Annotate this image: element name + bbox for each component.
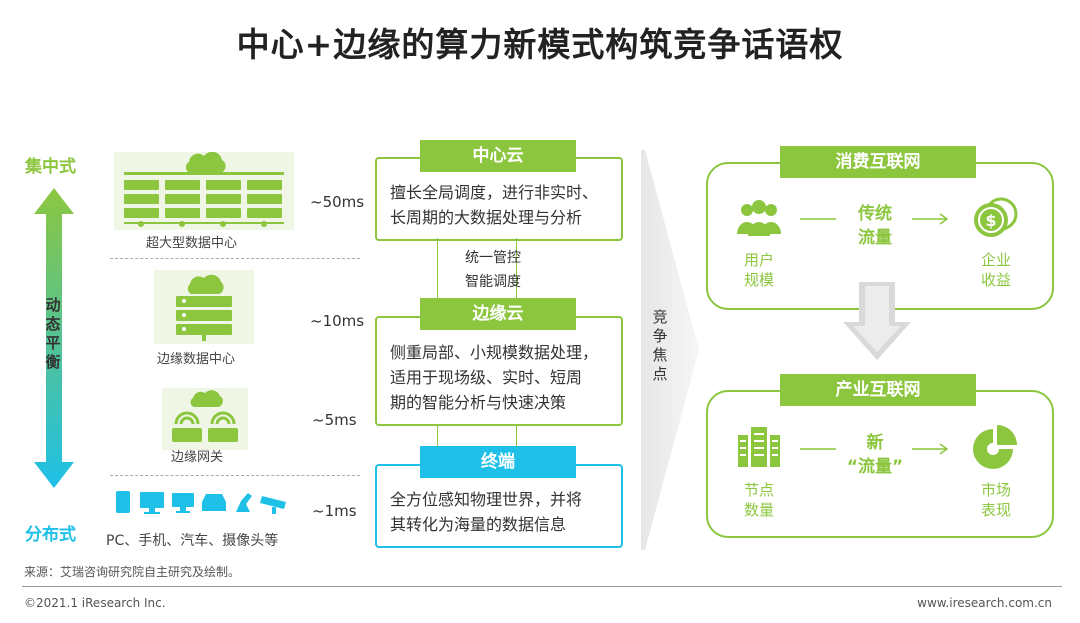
tier-latency: ~50ms [310, 193, 365, 211]
user-scale-label-2: 规模 [743, 271, 774, 289]
central-cloud-desc-2: 长周期的大数据处理与分析 [390, 208, 583, 227]
industrial-internet-tag: 产业互联网 [780, 374, 976, 406]
enterprise-revenue-label-2: 收益 [980, 271, 1011, 289]
footer-divider [22, 586, 1062, 587]
market-performance-label-1: 市场 [980, 481, 1011, 499]
source-note: 来源：艾瑞咨询研究院自主研究及绘制。 [24, 565, 241, 579]
consumer-internet-tag: 消费互联网 [780, 146, 976, 178]
terminal-desc-2: 其转化为海量的数据信息 [390, 515, 567, 534]
edge-dc-icon [154, 270, 254, 344]
competition-focus-label: 竞争焦点 [652, 308, 668, 383]
tier-name: 超大型数据中心 [146, 236, 238, 251]
connector-line [437, 238, 438, 298]
tier-divider [110, 475, 360, 476]
page-title: 中心+边缘的算力新模式构筑竞争话语权 [236, 25, 844, 64]
edge-cloud-tag: 边缘云 [420, 298, 576, 330]
node-count-label-1: 节点 [743, 481, 774, 499]
node-count-label-2: 数量 [743, 501, 774, 519]
new-traffic-2: “流量” [846, 457, 904, 477]
copyright: ©2021.1 iResearch Inc. [24, 596, 166, 610]
tier-name: 边缘数据中心 [157, 352, 236, 367]
tier-latency: ~10ms [310, 312, 365, 330]
traditional-traffic-2: 流量 [858, 228, 892, 248]
node-servers-icon [738, 427, 780, 467]
dynamic-balance-label: 动态平衡 [45, 296, 61, 371]
end-devices-icons [112, 488, 302, 516]
pie-chart-icon [973, 425, 1017, 469]
tier-divider [110, 258, 360, 259]
terminal-desc-1: 全方位感知物理世界，并将 [390, 490, 583, 509]
user-scale-label-1: 用户 [743, 251, 774, 269]
distributed-label: 分布式 [25, 525, 76, 545]
edge-gateway-icon [162, 388, 248, 450]
central-cloud-desc-1: 擅长全局调度，进行非实时、 [390, 183, 599, 202]
dynamic-balance-arrow [34, 188, 74, 488]
down-arrow [843, 282, 911, 360]
tier-name: PC、手机、汽车、摄像头等 [106, 533, 279, 549]
connector-line [437, 424, 438, 446]
connector-line [516, 424, 517, 446]
edge-cloud-desc-3: 期的智能分析与快速决策 [390, 393, 567, 412]
flow-arrow-line [800, 213, 949, 225]
connector-line [516, 238, 517, 298]
hyperscale-dc-icon [114, 151, 294, 230]
terminal-tag: 终端 [420, 446, 576, 478]
new-traffic-1: 新 [866, 433, 884, 453]
edge-cloud-desc-1: 侧重局部、小规模数据处理， [390, 343, 599, 362]
traditional-traffic-1: 传统 [858, 204, 892, 224]
users-icon [737, 200, 781, 236]
central-cloud-tag: 中心云 [420, 140, 576, 172]
competition-arrow [641, 150, 699, 550]
enterprise-revenue-label-1: 企业 [980, 251, 1011, 269]
centralized-label: 集中式 [25, 157, 76, 177]
link-text-2: 智能调度 [465, 274, 521, 290]
website: www.iresearch.com.cn [917, 596, 1052, 610]
link-text-1: 统一管控 [465, 250, 521, 266]
coins-icon: $ [974, 197, 1018, 237]
tier-name: 边缘网关 [171, 450, 224, 465]
market-performance-label-2: 表现 [980, 501, 1011, 519]
tier-latency: ~1ms [312, 502, 357, 520]
edge-cloud-desc-2: 适用于现场级、实时、短周 [390, 368, 583, 387]
svg-text:$: $ [985, 211, 996, 230]
flow-arrow-line [800, 443, 949, 455]
tier-latency: ~5ms [312, 411, 357, 429]
